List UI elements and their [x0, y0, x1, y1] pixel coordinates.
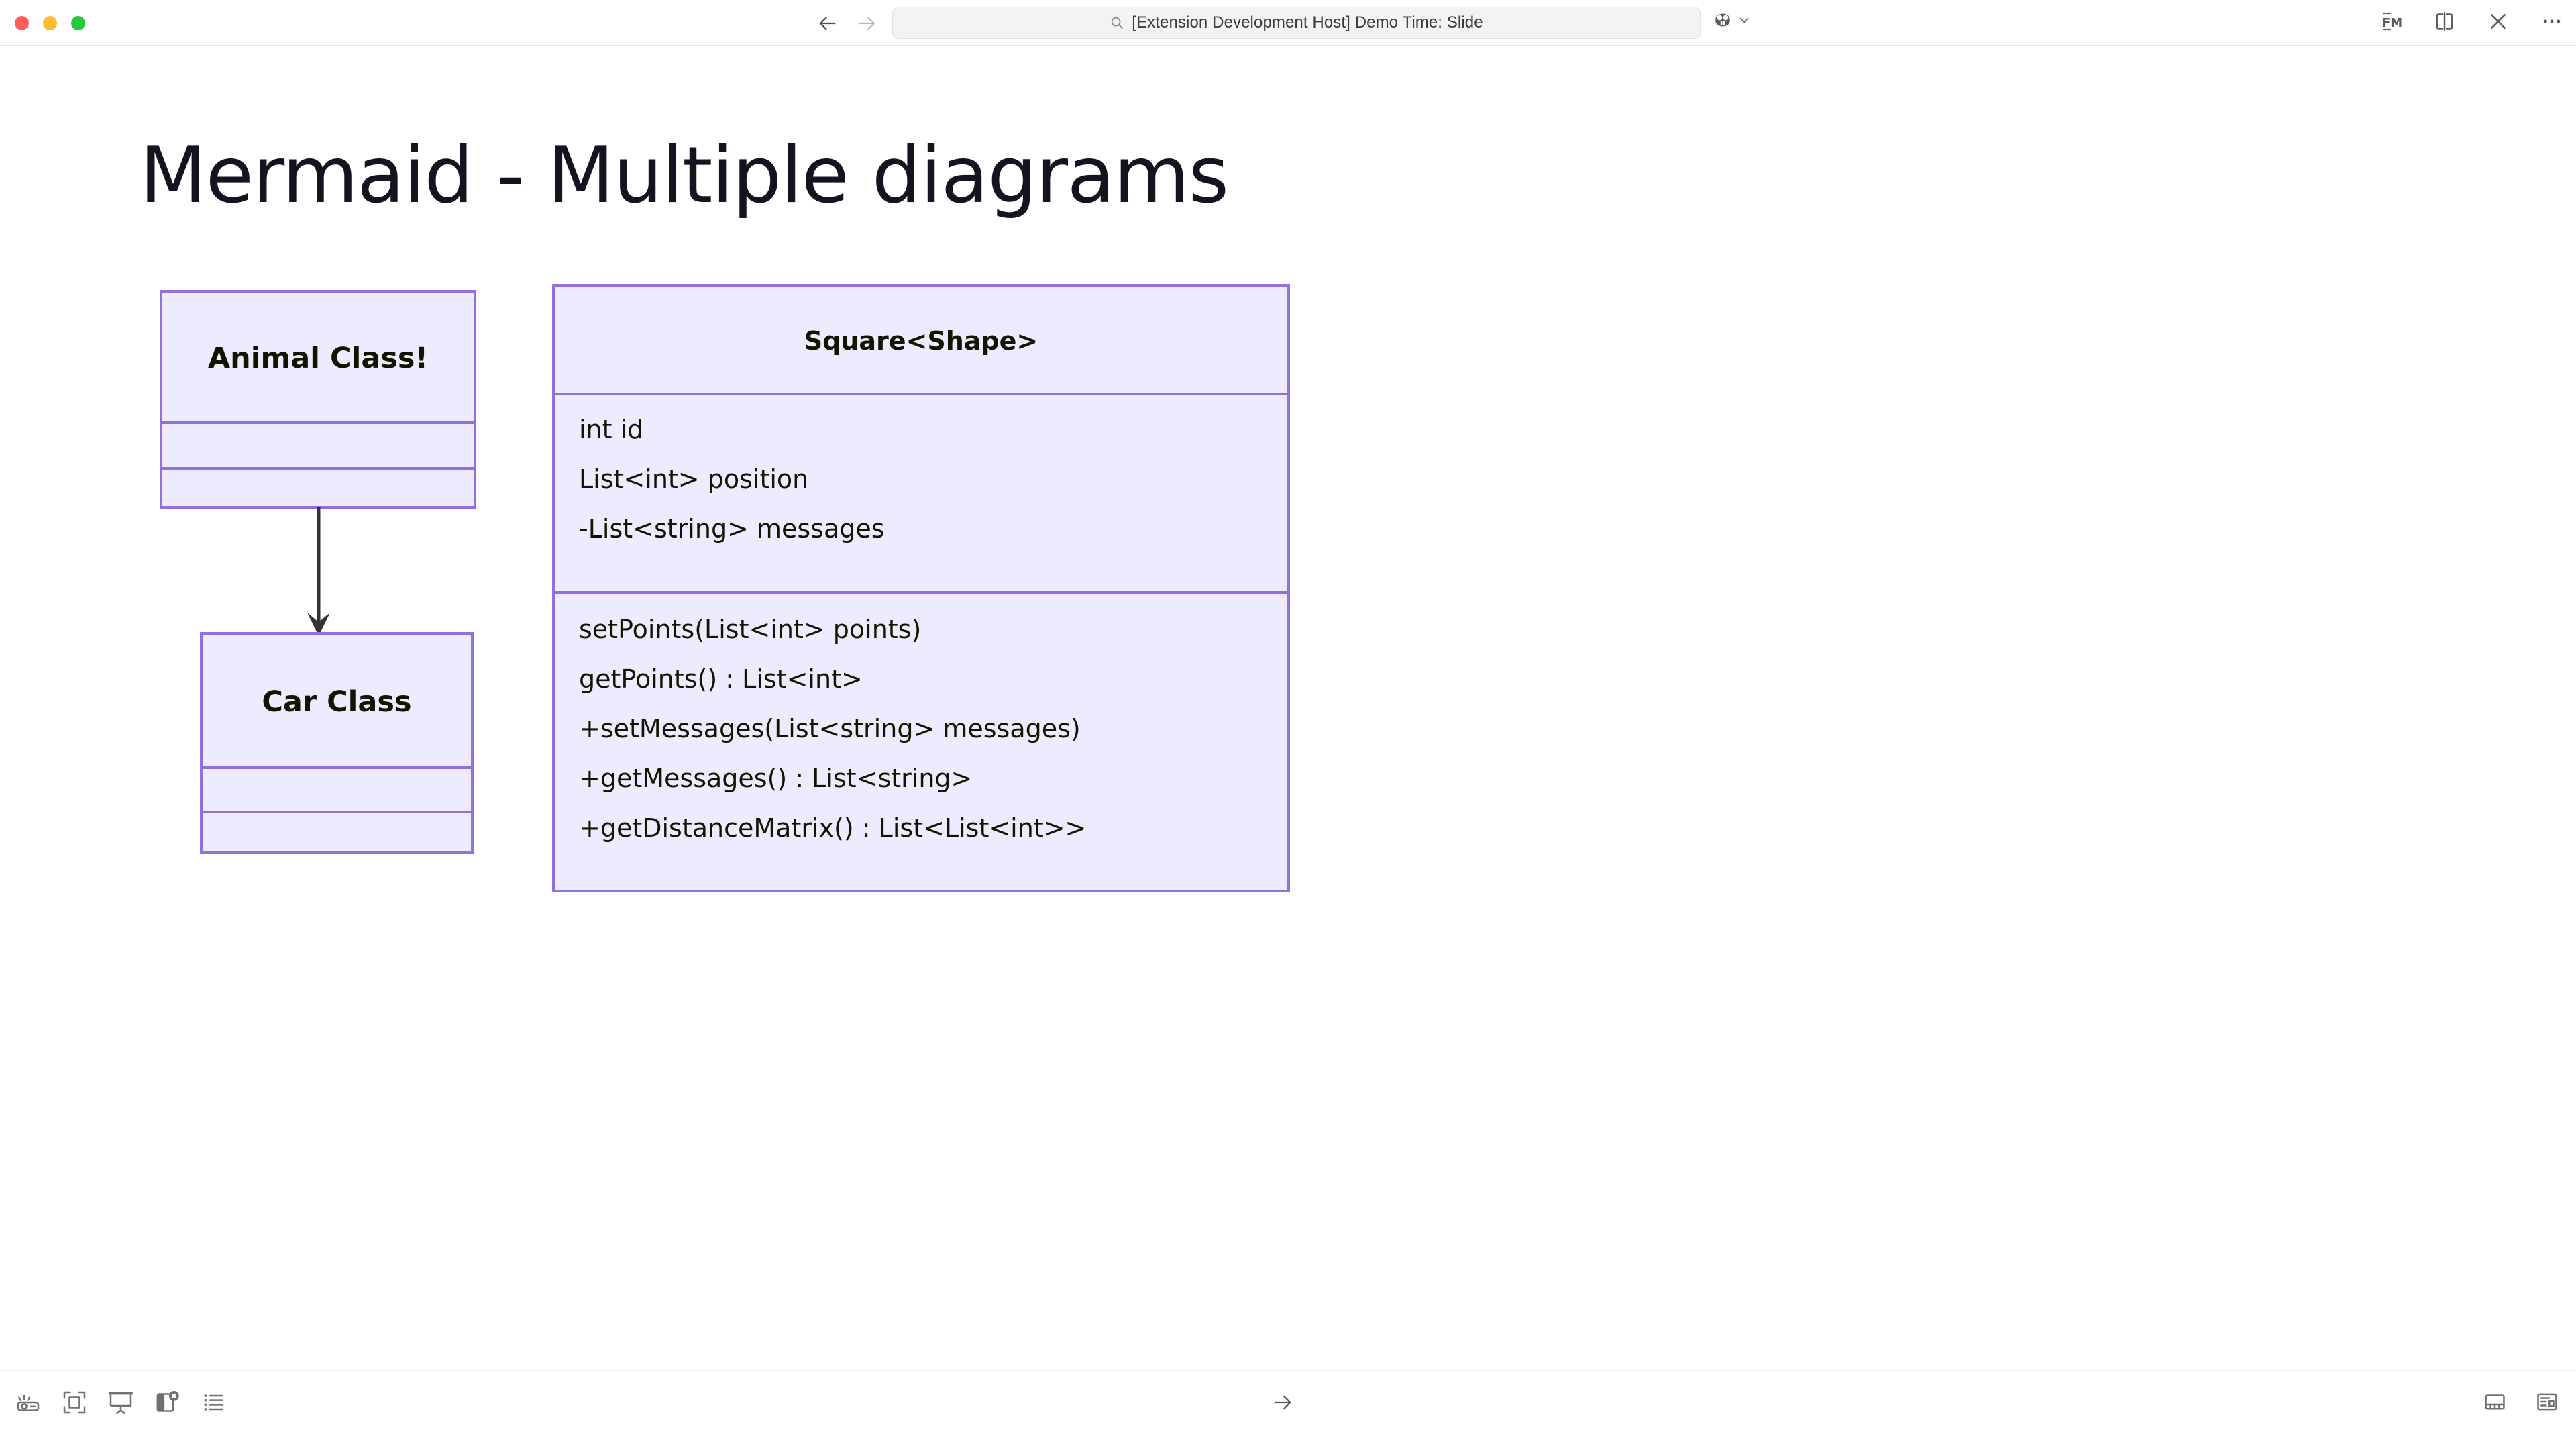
status-bar-left-group: [15, 1389, 227, 1416]
panel-bottom-icon[interactable]: [2482, 1389, 2508, 1415]
class-method: +getMessages() : List<string>: [579, 764, 973, 793]
class-attributes-compartment: int id List<int> position -List<string> …: [555, 395, 1287, 594]
next-slide-arrow-icon[interactable]: [1271, 1391, 1294, 1414]
chevron-down-icon: [1739, 17, 1749, 23]
class-title-compartment: Square<Shape>: [555, 287, 1287, 395]
status-bar-right-group: [2482, 1389, 2560, 1415]
class-method: getPoints() : List<int>: [579, 664, 863, 694]
status-bar-center-group[interactable]: [1271, 1391, 1294, 1414]
search-icon: [1112, 17, 1124, 30]
outline-list-icon[interactable]: [200, 1389, 227, 1416]
status-bar: [0, 1370, 2576, 1432]
titlebar-action-icons: FM: [2379, 9, 2564, 34]
command-center-text: [Extension Development Host] Demo Time: …: [1132, 13, 1483, 32]
more-actions-icon[interactable]: [2540, 9, 2564, 34]
traffic-lights: [15, 16, 85, 30]
class-name-label: Car Class: [262, 685, 412, 719]
window-maximize-button[interactable]: [71, 16, 85, 30]
window-title-bar: [Extension Development Host] Demo Time: …: [0, 0, 2576, 46]
class-methods-compartment: [162, 470, 474, 509]
window-close-button[interactable]: [15, 16, 29, 30]
close-icon[interactable]: [2486, 9, 2510, 34]
fit-to-screen-icon[interactable]: [61, 1389, 88, 1416]
arrow-right-icon[interactable]: [856, 12, 879, 35]
arrow-left-icon[interactable]: [816, 12, 839, 35]
class-box-animal[interactable]: Animal Class!: [160, 290, 476, 509]
close-preview-icon[interactable]: [154, 1389, 180, 1416]
class-attribute: -List<string> messages: [579, 514, 885, 544]
class-box-car[interactable]: Car Class: [200, 632, 474, 854]
class-title-compartment: Animal Class!: [162, 293, 474, 424]
layout-panel-icon[interactable]: [2534, 1389, 2560, 1415]
remote-host-indicator[interactable]: [1712, 9, 1751, 31]
class-attributes-compartment: [203, 769, 471, 813]
class-method: setPoints(List<int> points): [579, 615, 922, 644]
projector-icon[interactable]: [15, 1389, 42, 1416]
class-methods-compartment: [203, 813, 471, 854]
command-center-search[interactable]: [Extension Development Host] Demo Time: …: [892, 7, 1701, 39]
window-minimize-button[interactable]: [43, 16, 57, 30]
class-method: +setMessages(List<string> messages): [579, 714, 1081, 744]
presentation-screen-icon[interactable]: [107, 1389, 134, 1416]
split-editor-icon[interactable]: [2432, 9, 2457, 34]
page-title: Mermaid - Multiple diagrams: [140, 130, 1229, 221]
class-attribute: List<int> position: [579, 464, 809, 494]
class-title-compartment: Car Class: [203, 635, 471, 769]
class-attributes-compartment: [162, 424, 474, 470]
remote-host-icon: [1715, 13, 1730, 27]
svg-text:FM: FM: [2382, 16, 2402, 30]
navigation-arrows: [816, 12, 879, 35]
format-markdown-icon[interactable]: FM: [2379, 9, 2403, 34]
slide-preview-canvas: Mermaid - Multiple diagrams Animal Class…: [0, 46, 2576, 1370]
class-box-square[interactable]: Square<Shape> int id List<int> position …: [552, 284, 1290, 892]
class-name-label: Square<Shape>: [804, 326, 1038, 356]
class-name-label: Animal Class!: [207, 342, 429, 375]
class-method: +getDistanceMatrix() : List<List<int>>: [579, 813, 1087, 843]
class-methods-compartment: setPoints(List<int> points) getPoints() …: [555, 594, 1287, 892]
class-attribute: int id: [579, 415, 644, 444]
inheritance-arrow-icon: [307, 507, 330, 636]
